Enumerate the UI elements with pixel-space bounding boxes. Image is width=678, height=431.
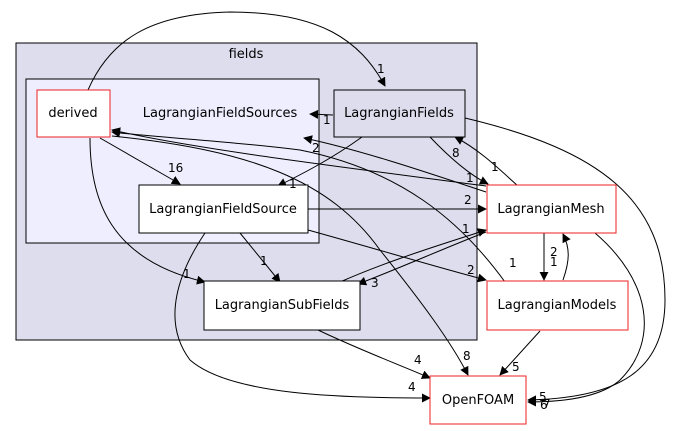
edge-models-mesh <box>562 233 571 281</box>
edge-label: 1 <box>289 177 297 191</box>
node-lagrangian-fields[interactable]: LagrangianFields <box>333 89 466 138</box>
edge-mesh-sources <box>303 135 487 193</box>
edge-mesh-sub-fields <box>357 231 487 286</box>
edge-label: 1 <box>323 113 331 127</box>
edge-label: 2 <box>550 245 558 259</box>
edge-sub-fields-mesh <box>339 228 487 283</box>
edge-label: 1 <box>462 222 470 236</box>
edge-label: 16 <box>168 161 183 175</box>
edge-label: 4 <box>414 353 422 367</box>
edge-sub-fields-openfoam <box>317 329 431 379</box>
edge-fields-mesh <box>429 136 489 185</box>
edge-label: 6 <box>540 398 548 412</box>
edge-label: 1 <box>183 267 191 281</box>
edge-field-source-models <box>307 229 487 283</box>
edge-labels: 1 16 1 8 1 1 8 7 2 1 2 4 1 4 1 2 1 3 2 5… <box>168 62 558 412</box>
edge-label: 1 <box>466 171 474 185</box>
node-lagrangian-field-source[interactable]: LagrangianFieldSource <box>138 184 309 234</box>
edge-label: 1 <box>550 255 558 269</box>
edge-models-openfoam <box>499 330 541 376</box>
edge-label: 1 <box>509 256 517 270</box>
edge-label: 1 <box>491 160 499 174</box>
node-lagrangian-field-source-label: LagrangianFieldSource <box>149 202 297 217</box>
cluster-lagrangian-field-sources-label: LagrangianFieldSources <box>143 106 298 121</box>
edge-label: 2 <box>464 193 472 207</box>
node-lagrangian-mesh-label: LagrangianMesh <box>497 202 604 217</box>
edge-mesh-derived <box>111 127 487 187</box>
node-lagrangian-models[interactable]: LagrangianModels <box>486 280 629 331</box>
edge-label: 8 <box>463 349 471 363</box>
node-derived-label: derived <box>48 106 97 121</box>
edge-field-source-openfoam <box>174 232 431 403</box>
edge-fields-field-source <box>277 136 363 187</box>
edge-label: 1 <box>260 254 268 268</box>
edge-field-source-sub-fields <box>239 232 281 283</box>
edge-mesh-openfoam <box>527 232 645 407</box>
node-openfoam-label: OpenFOAM <box>442 393 514 408</box>
edge-label: 1 <box>377 62 385 76</box>
edge-label: 7 <box>543 397 551 411</box>
edge-mesh-fields <box>454 136 519 187</box>
edge-label: 2 <box>467 263 475 277</box>
edge-fields-openfoam <box>464 117 666 405</box>
edge-label: 3 <box>371 276 379 290</box>
edge-fields-sources <box>309 109 334 119</box>
edge-label: 5 <box>512 360 520 374</box>
node-lagrangian-sub-fields-label: LagrangianSubFields <box>215 298 350 313</box>
cluster-fields-label: fields <box>229 47 264 62</box>
edge-label: 5 <box>539 390 547 404</box>
edge-label: 2 <box>312 141 320 155</box>
node-lagrangian-fields-label: LagrangianFields <box>344 106 454 121</box>
edge-models-derived <box>111 128 506 283</box>
node-lagrangian-models-label: LagrangianModels <box>498 298 617 313</box>
edge-label: 8 <box>452 146 460 160</box>
edge-derived-fields <box>87 11 386 91</box>
edge-label: 4 <box>408 380 416 394</box>
edge-derived-field-source <box>99 137 181 185</box>
edges <box>87 11 666 407</box>
node-derived[interactable]: derived <box>36 89 111 138</box>
node-openfoam[interactable]: OpenFOAM <box>429 375 527 425</box>
edge-derived-openfoam <box>111 135 469 376</box>
edge-derived-sub-fields <box>89 137 206 285</box>
node-lagrangian-mesh[interactable]: LagrangianMesh <box>486 184 617 234</box>
node-lagrangian-sub-fields[interactable]: LagrangianSubFields <box>203 280 361 331</box>
